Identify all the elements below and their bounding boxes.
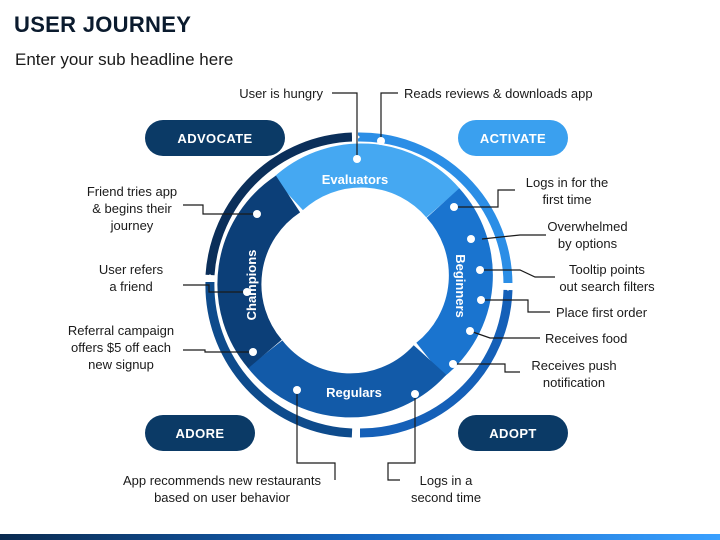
label-user-is-hungry: User is hungry <box>230 85 323 102</box>
label-reads-reviews: Reads reviews & downloads app <box>404 85 593 102</box>
ring-arrows <box>203 130 515 440</box>
label-referral-line2: offers $5 off each <box>71 340 171 355</box>
stage-adore-pill: ADORE <box>145 415 255 451</box>
page-title: USER JOURNEY <box>14 12 192 37</box>
label-referral: Referral campaign offers $5 off each new… <box>62 322 180 373</box>
outer-arc-adopt <box>357 289 513 438</box>
dot-referral <box>249 348 257 356</box>
inner-ring <box>217 143 493 418</box>
dot-user-refers <box>243 288 251 296</box>
segment-label-evaluators: Evaluators <box>322 172 388 187</box>
connector-reads-reviews <box>380 92 398 138</box>
label-receives-push: Receives push notification <box>524 357 624 391</box>
bottom-accent-bar <box>0 534 720 540</box>
dot-logs-second <box>411 390 419 398</box>
label-user-is-hungry-text: User is hungry <box>239 86 323 101</box>
label-tooltip-line1: Tooltip points <box>569 262 645 277</box>
label-friend-tries-line1: Friend tries app <box>86 184 178 199</box>
label-logs-in-first: Logs in for the first time <box>517 174 617 208</box>
dot-logs-in-first <box>450 203 458 211</box>
label-overwhelmed-line1: Overwhelmed <box>547 219 628 234</box>
label-user-refers: User refers a friend <box>92 261 170 295</box>
dot-reads-reviews <box>377 137 385 145</box>
outer-arc-adore <box>205 279 353 438</box>
label-friend-tries: Friend tries app & begins their journey <box>77 183 187 234</box>
dot-receives-food <box>466 327 474 335</box>
label-app-recommends-line1: App recommends new restaurants <box>123 473 321 488</box>
arrow-bottom <box>352 426 360 440</box>
label-app-recommends: App recommends new restaurants based on … <box>106 472 338 506</box>
segment-regulars <box>247 339 447 418</box>
label-reads-reviews-text: Reads reviews & downloads app <box>404 86 593 101</box>
label-logs-in-second: Logs in a second time <box>400 472 492 506</box>
connector-user-refers <box>183 284 247 293</box>
label-tooltip-line2: out search filters <box>559 279 655 294</box>
connector-overwhelmed <box>481 234 546 240</box>
dot-user-hungry <box>353 155 361 163</box>
connector-friend-tries <box>183 204 257 215</box>
label-logs-in-second-line2: second time <box>410 490 482 505</box>
stage-advocate-pill: ADVOCATE <box>145 120 285 156</box>
connector-user-hungry <box>332 92 358 156</box>
connector-referral <box>183 349 253 353</box>
label-receives-push-line2: notification <box>542 375 606 390</box>
page-subtitle: Enter your sub headline here <box>15 50 234 69</box>
label-overwhelmed: Overwhelmed by options <box>540 218 635 252</box>
label-friend-tries-line2: & begins their <box>92 201 172 216</box>
stage-activate-pill: ACTIVATE <box>458 120 568 156</box>
label-receives-push-line1: Receives push <box>531 358 617 373</box>
label-tooltip: Tooltip points out search filters <box>552 261 662 295</box>
segment-label-beginners: Beginners <box>453 254 468 318</box>
connector-receives-push <box>453 363 520 373</box>
connector-receives-food <box>469 330 540 339</box>
outer-arc-advocate <box>205 132 353 276</box>
segment-label-regulars: Regulars <box>326 385 382 400</box>
connector-logs-second <box>387 394 416 481</box>
connector-app-recommends <box>296 390 336 480</box>
label-logs-in-first-line1: Logs in for the <box>525 175 609 190</box>
connector-place-order <box>482 299 550 313</box>
segment-champions <box>217 175 301 369</box>
label-app-recommends-line2: based on user behavior <box>154 490 290 505</box>
segment-label-champions: Champions <box>244 250 259 321</box>
arrow-left <box>203 274 217 282</box>
label-receives-food-text: Receives food <box>545 331 628 346</box>
dot-tooltip <box>476 266 484 274</box>
segment-evaluators <box>273 143 460 218</box>
label-place-order-text: Place first order <box>556 305 648 320</box>
dot-receives-push <box>449 360 457 368</box>
dot-app-recommends <box>293 386 301 394</box>
label-referral-line3: new signup <box>88 357 154 372</box>
arrow-right <box>501 283 515 291</box>
stage-adopt-pill: ADOPT <box>458 415 568 451</box>
label-user-refers-line1: User refers <box>98 262 164 277</box>
arrow-top <box>352 130 360 144</box>
label-logs-in-second-line1: Logs in a <box>419 473 473 488</box>
label-place-order: Place first order <box>556 304 647 321</box>
label-receives-food: Receives food <box>545 330 627 347</box>
segment-beginners <box>415 188 493 378</box>
touchpoint-dots <box>243 137 485 398</box>
label-overwhelmed-line2: by options <box>557 236 618 251</box>
label-referral-line1: Referral campaign <box>67 323 175 338</box>
dot-friend-tries <box>253 210 261 218</box>
connector-logs-in-first <box>454 189 515 208</box>
label-logs-in-first-line2: first time <box>542 192 592 207</box>
label-user-refers-line2: a friend <box>109 279 153 294</box>
connectors <box>183 92 555 481</box>
outer-arc-activate <box>357 132 513 286</box>
dot-place-order <box>477 296 485 304</box>
dot-overwhelmed <box>467 235 475 243</box>
connector-tooltip <box>480 269 555 278</box>
outer-ring <box>205 132 513 438</box>
label-friend-tries-line3: journey <box>110 218 154 233</box>
